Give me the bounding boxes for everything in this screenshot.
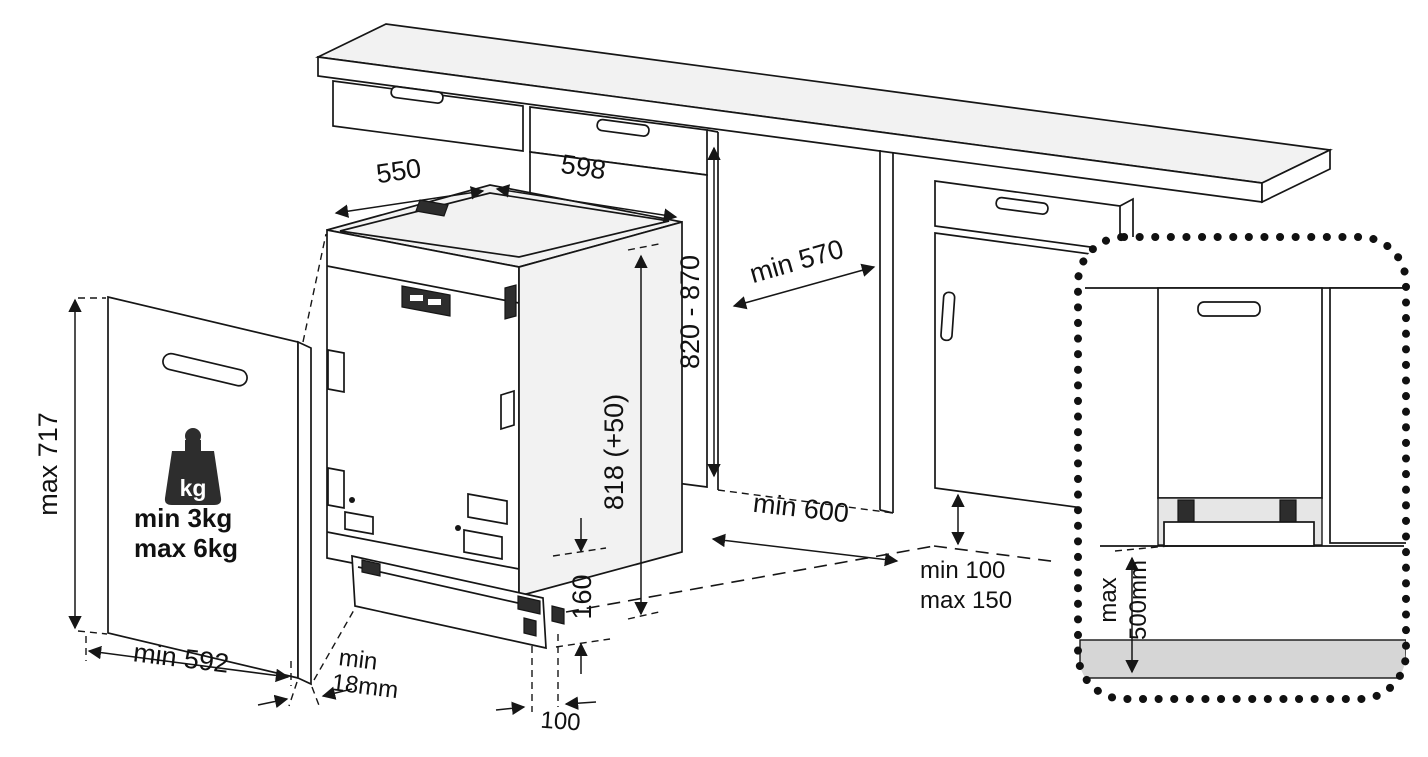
extension-line (627, 243, 660, 251)
weight-body (164, 451, 222, 505)
dimension-annotations: max 717 min 592 min 18mm 550 598 820 - 8… (33, 146, 1059, 737)
inset-plinth-board (1163, 521, 1315, 547)
dim-plinth-max-label: max 150 (920, 587, 1012, 614)
hinge-bracket (327, 466, 345, 510)
niche-top-edge (706, 129, 719, 133)
vent-plate (467, 492, 508, 526)
extension-line (555, 638, 611, 648)
weight-unit-label: kg (180, 475, 207, 501)
dim-inset-value-label: 500mm (1125, 560, 1152, 640)
vent-plate (463, 528, 503, 561)
inset-content: max 500mm (1079, 287, 1406, 679)
decor-door-panel: kg min 3kg max 6kg (107, 295, 312, 686)
inset-foot (1177, 499, 1195, 525)
door-seam-top (326, 265, 520, 304)
dim-niche-depth-label: min 570 (746, 234, 847, 289)
dim-thickness-arrow-right (321, 686, 353, 700)
dim-thickness-arrow-left (257, 694, 289, 709)
drawer-front (332, 80, 524, 152)
alignment-line (302, 233, 327, 343)
dim-foot-arrow-left (495, 701, 526, 716)
dim-foot-inset-label: 100 (540, 707, 582, 737)
detail-inset: max 500mm (1074, 233, 1410, 703)
side-bracket (500, 389, 515, 431)
countertop-right-end (1261, 148, 1331, 204)
dim-depth-label: 550 (374, 153, 423, 189)
dim-width-line (495, 184, 678, 222)
drawer-handle (995, 196, 1049, 215)
hinge-bracket (327, 348, 345, 394)
inset-door-handle (1197, 301, 1261, 317)
niche-floor-line (717, 489, 894, 514)
dim-door-height-label: max 717 (33, 412, 63, 516)
control-slot (410, 295, 423, 301)
inset-side-panel (1329, 287, 1406, 544)
dim-appliance-height-label: 818 (+50) (599, 394, 629, 510)
panel-handle (162, 352, 248, 387)
control-module (401, 285, 451, 317)
kg-weight-icon: kg (164, 428, 222, 505)
extension-line (77, 630, 108, 635)
vent-plate (344, 510, 374, 536)
weight-neck (185, 440, 201, 452)
dim-clearance-line (711, 533, 899, 567)
dim-door-width-line (87, 645, 290, 683)
door-seam-bottom (326, 531, 520, 570)
dim-clearance-label: min 600 (752, 488, 851, 529)
dim-niche-height-label: 820 - 870 (675, 255, 705, 369)
dim-width-label: 598 (559, 149, 608, 186)
dim-thickness-label-min: min (337, 644, 379, 676)
dim-base-height-label: 160 (567, 574, 597, 619)
drawer-handle (390, 85, 444, 104)
dim-inset-max-label: max (1095, 577, 1122, 622)
dim-depth-line (334, 186, 485, 218)
adjustable-foot (523, 617, 537, 637)
kickplate (351, 554, 547, 650)
extension-line (1114, 545, 1169, 552)
kick-bracket (361, 559, 381, 577)
extension-line (311, 686, 321, 709)
inset-floor-band (1079, 639, 1406, 679)
adjustable-foot (551, 605, 565, 625)
extension-line (627, 611, 660, 620)
inset-cabinet-door (1157, 287, 1323, 499)
drawer-handle (596, 118, 650, 137)
dim-niche-depth-line (732, 263, 876, 310)
inset-foot (1279, 499, 1297, 525)
panel-thickness-edge (297, 340, 312, 686)
screw-dot (349, 497, 355, 503)
kick-bracket (517, 595, 541, 615)
dim-plinth-min-label: min 100 (920, 557, 1005, 584)
dim-foot-arrow-right (564, 696, 597, 710)
screw-dot (455, 525, 461, 531)
side-bracket (504, 284, 517, 320)
kickplate-seam (357, 566, 541, 609)
panel-weight-min-label: min 3kg (134, 503, 232, 533)
extension-line (288, 681, 298, 707)
cabinet-door-handle (940, 291, 956, 342)
alignment-line (313, 609, 355, 681)
dim-thickness-label-value: 18mm (330, 669, 399, 704)
panel-weight-max-label: max 6kg (134, 533, 238, 563)
control-slot (428, 299, 441, 305)
